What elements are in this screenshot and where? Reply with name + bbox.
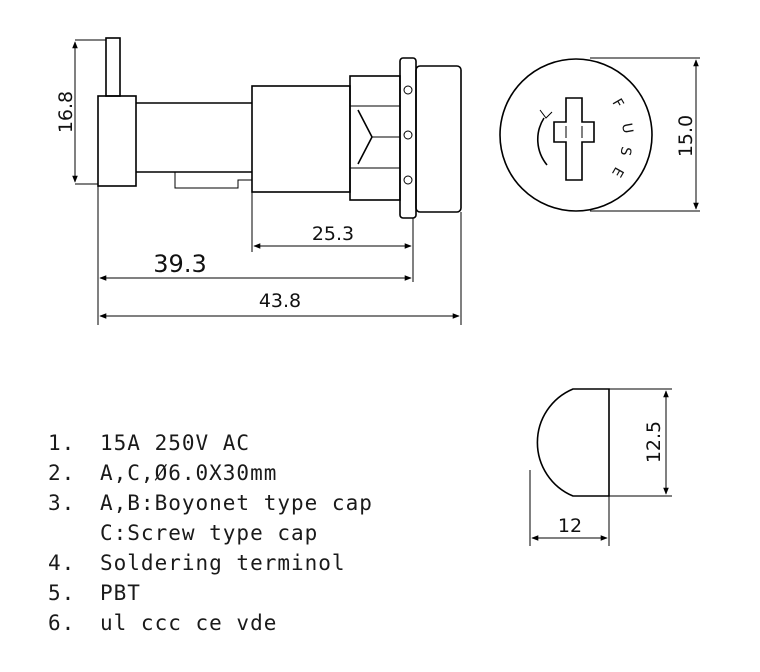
body-dimension-label: 25.3 bbox=[312, 223, 354, 245]
overall-dimension-label: 43.8 bbox=[259, 290, 301, 312]
panel-cutout: 12.5 12 bbox=[529, 388, 672, 546]
hex-nut bbox=[349, 75, 401, 201]
spec-list: 1.15A 250V AC 2.A,C,Ø6.0X30mm 3.A,B:Boyo… bbox=[48, 428, 373, 638]
cutout-height-dimension-label: 12.5 bbox=[643, 421, 665, 463]
cutout-shape bbox=[536, 388, 610, 497]
spec-item: 2.A,C,Ø6.0X30mm bbox=[48, 461, 278, 485]
spec-item: 1.15A 250V AC bbox=[48, 431, 251, 455]
cap-letter-s: S bbox=[616, 145, 633, 157]
cap-letter-e: E bbox=[608, 164, 626, 180]
rear-body bbox=[97, 95, 137, 187]
arc-mark bbox=[537, 117, 548, 166]
height-dimension-label: 16.8 bbox=[55, 91, 77, 133]
cap-letter-u: U bbox=[618, 122, 636, 135]
middle-tube bbox=[136, 102, 252, 173]
front-body bbox=[251, 85, 351, 193]
fuse-cap bbox=[415, 65, 462, 213]
spec-item: 4.Soldering terminol bbox=[48, 551, 346, 575]
spec-item: 3.A,B:Boyonet type cap bbox=[48, 491, 373, 515]
front-view: F U S E 15.0 bbox=[499, 57, 700, 212]
cap-letter-f: F bbox=[609, 96, 627, 111]
diameter-dimension-label: 15.0 bbox=[675, 115, 697, 157]
bottom-tab bbox=[174, 172, 252, 189]
solder-terminal bbox=[105, 37, 121, 97]
flange bbox=[399, 57, 417, 219]
side-view: 16.8 25.3 39.3 43.8 bbox=[55, 37, 462, 325]
slot-cross bbox=[553, 97, 595, 181]
cap-circle bbox=[499, 58, 653, 212]
spec-item-continued: C:Screw type cap bbox=[100, 521, 319, 545]
spec-item: 6.ul ccc ce vde bbox=[48, 611, 278, 635]
mid-dimension-label: 39.3 bbox=[153, 250, 206, 278]
cutout-width-dimension-label: 12 bbox=[558, 515, 582, 537]
spec-item: 5.PBT bbox=[48, 581, 141, 605]
